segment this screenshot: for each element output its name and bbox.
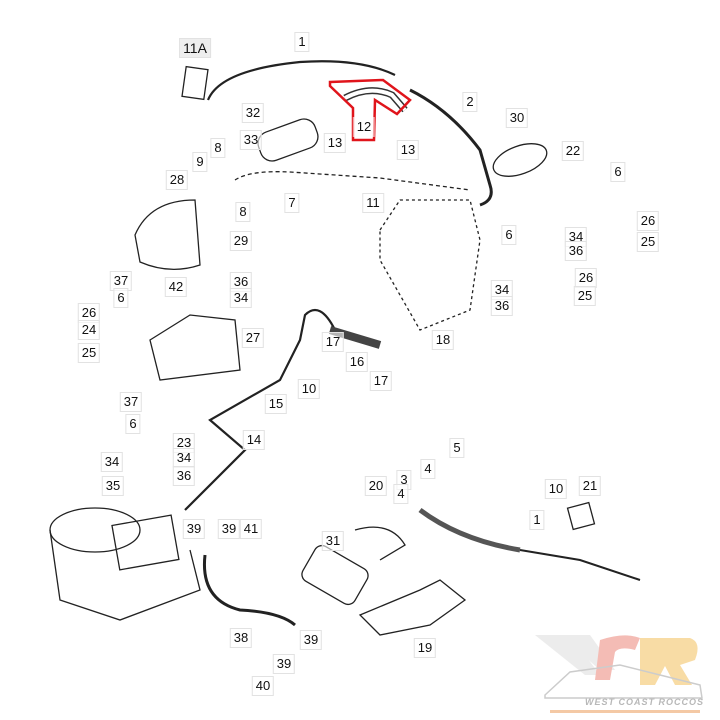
callout-label: 29	[229, 231, 253, 251]
callout-label: 7	[284, 193, 300, 213]
callout-label: 36	[229, 272, 253, 292]
wcr-logo	[535, 635, 703, 713]
callout-label: 40	[251, 676, 275, 696]
callout-label: 41	[239, 519, 263, 539]
callout-label: 32	[241, 103, 265, 123]
callout-label: 34	[100, 452, 124, 472]
fuel-pump	[257, 118, 319, 162]
callout-label: 36	[490, 296, 514, 316]
callout-label: 17	[369, 371, 393, 391]
callout-label: 4	[393, 484, 409, 504]
callout-label: 39	[182, 519, 206, 539]
callout-label: 6	[113, 288, 129, 308]
callout-label: 6	[610, 162, 626, 182]
callout-label: 20	[364, 476, 388, 496]
callout-label: 39	[299, 630, 323, 650]
callout-label: 26	[77, 303, 101, 323]
fuel-line-1	[206, 60, 396, 101]
callout-label: 33	[239, 130, 263, 150]
callout-label: 11A	[179, 38, 211, 58]
callout-label: 36	[564, 241, 588, 261]
callout-label: 39	[272, 654, 296, 674]
callout-label: 25	[77, 343, 101, 363]
callout-label: 1	[294, 32, 310, 52]
callout-label: 10	[297, 379, 321, 399]
callout-label: 24	[77, 320, 101, 340]
callout-label: 4	[420, 459, 436, 479]
callout-label: 38	[229, 628, 253, 648]
callout-label: 26	[574, 268, 598, 288]
callout-label: 42	[164, 277, 188, 297]
callout-label: 8	[235, 202, 251, 222]
callout-label: 6	[501, 225, 517, 245]
callout-label: 13	[323, 133, 347, 153]
callout-label: 36	[172, 466, 196, 486]
callout-label: 25	[573, 286, 597, 306]
callout-label: 14	[242, 430, 266, 450]
part-11a	[181, 65, 209, 101]
callout-label: 11	[362, 193, 384, 213]
callout-label: 6	[125, 414, 141, 434]
callout-label: 13	[396, 140, 420, 160]
callout-label: 2	[462, 92, 478, 112]
callout-label: 37	[119, 392, 143, 412]
callout-label: 15	[264, 394, 288, 414]
callout-label: 9	[192, 152, 208, 172]
callout-label: 10	[544, 479, 568, 499]
callout-label: 39	[217, 519, 241, 539]
callout-label-highlighted: 12	[352, 117, 376, 137]
callout-label: 5	[449, 438, 465, 458]
callout-label: 34	[229, 288, 253, 308]
logo-text: WEST COAST ROCCOS	[585, 697, 705, 707]
callout-label: 21	[578, 476, 602, 496]
callout-label: 26	[636, 211, 660, 231]
callout-label: 37	[109, 271, 133, 291]
callout-label: 35	[101, 476, 125, 496]
callout-label: 34	[172, 448, 196, 468]
callout-label: 17	[321, 332, 345, 352]
callout-label: 22	[561, 141, 585, 161]
callout-label: 8	[210, 138, 226, 158]
callout-label: 25	[636, 232, 660, 252]
callout-label: 16	[345, 352, 369, 372]
callout-label: 18	[431, 330, 455, 350]
callout-label: 27	[241, 328, 265, 348]
callout-label: 19	[413, 638, 437, 658]
callout-label: 30	[505, 108, 529, 128]
callout-label: 1	[529, 510, 545, 530]
callout-label: 28	[165, 170, 189, 190]
callout-label: 31	[321, 531, 345, 551]
